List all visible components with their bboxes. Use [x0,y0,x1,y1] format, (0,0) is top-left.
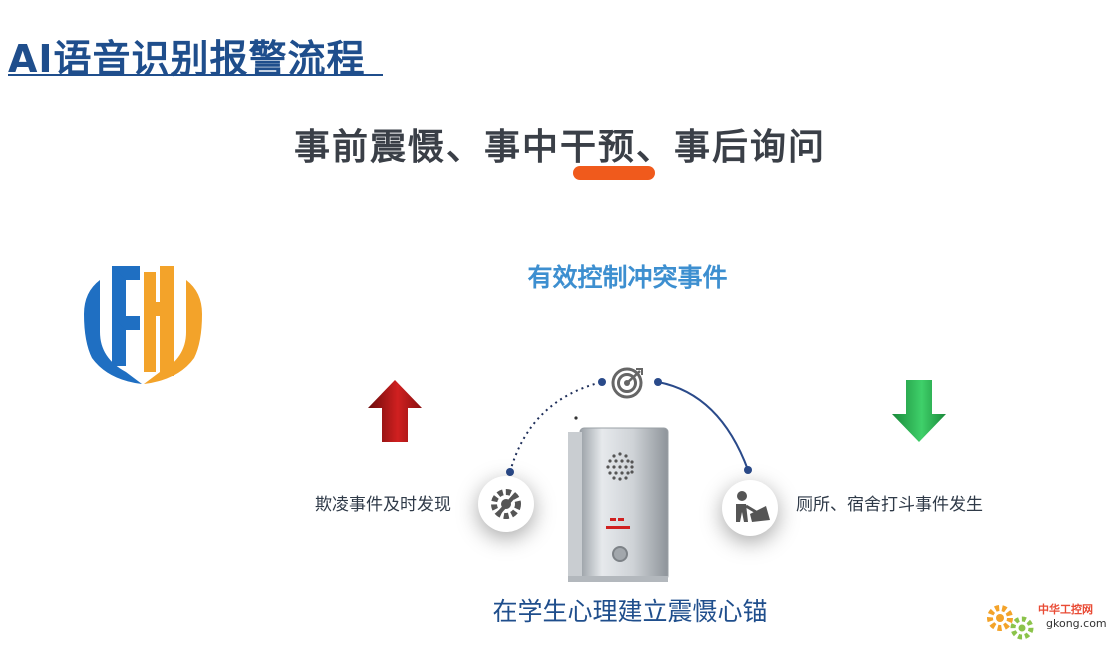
right-caption: 厕所、宿舍打斗事件发生 [796,495,983,515]
logo-icon [84,266,202,384]
bottom-caption: 在学生心理建立震慑心锚 [492,597,768,626]
up-arrow-icon [368,380,422,442]
watermark-url: gkong.com [1046,617,1107,630]
goal-text: 有效控制冲突事件 [527,263,728,292]
page-title: AI语音识别报警流程 [8,37,366,81]
slogan-text: 事前震慑、事中干预、事后询问 [293,127,826,168]
right-bubble [722,480,778,536]
left-caption: 欺凌事件及时发现 [315,495,451,515]
intercom-device-icon [568,427,669,582]
target-icon [611,367,643,399]
title-underline [8,74,383,76]
settings-tools-icon [491,489,521,519]
worker-fight-icon [736,491,770,522]
slogan-accent-bar [573,166,655,180]
left-bubble [478,476,534,532]
watermark-name: 中华工控网 [1038,603,1093,616]
down-arrow-icon [892,380,946,442]
process-arc [506,378,752,476]
gear-icon [987,605,1034,640]
